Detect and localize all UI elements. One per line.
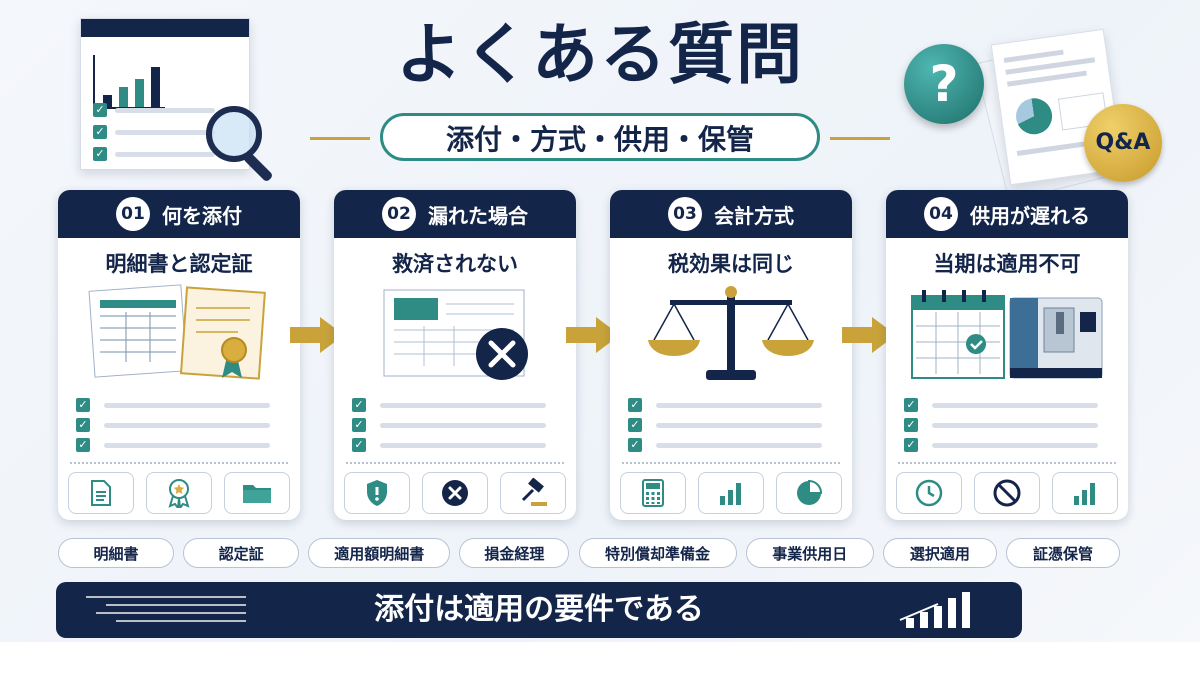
step-subtitle: 税効果は同じ bbox=[668, 252, 794, 276]
arrow-right-icon bbox=[290, 317, 344, 353]
subtitle-pill: 添付・方式・供用・保管 bbox=[380, 113, 820, 161]
tag: 明細書 bbox=[58, 538, 174, 568]
step-title: 漏れた場合 bbox=[428, 203, 528, 228]
gavel-icon bbox=[500, 472, 566, 514]
step-card-4: 04 供用が遅れる 当期は適用不可 ✓ ✓ ✓ bbox=[886, 190, 1128, 520]
step-title: 何を添付 bbox=[162, 203, 242, 228]
step-card-3: 03 会計方式 税効果は同じ ✓ ✓ ✓ bbox=[610, 190, 852, 520]
tag: 選択適用 bbox=[882, 538, 997, 568]
shield-alert-icon bbox=[344, 472, 410, 514]
bar-chart-icon bbox=[698, 472, 764, 514]
x-circle-icon bbox=[422, 472, 488, 514]
pie-chart-icon bbox=[776, 472, 842, 514]
tag: 証憑保管 bbox=[1005, 538, 1120, 568]
step-number: 04 bbox=[924, 197, 958, 231]
tag: 損金経理 bbox=[459, 538, 570, 568]
step-header: 01 何を添付 bbox=[58, 190, 300, 238]
checklist: ✓ ✓ ✓ bbox=[628, 396, 834, 456]
step-title: 会計方式 bbox=[714, 203, 794, 228]
folder-icon bbox=[224, 472, 290, 514]
step-header: 03 会計方式 bbox=[610, 190, 852, 238]
subtitle-right-line bbox=[830, 137, 890, 140]
tag: 認定証 bbox=[183, 538, 300, 568]
magnifier-icon bbox=[206, 106, 262, 162]
step-subtitle: 救済されない bbox=[392, 252, 518, 276]
rejected-document-illustration bbox=[383, 289, 528, 380]
step-number: 01 bbox=[116, 197, 150, 231]
growth-chart-icon bbox=[899, 592, 970, 628]
step-card-2: 02 漏れた場合 救済されない ✓ ✓ ✓ bbox=[334, 190, 576, 520]
tag: 事業供用日 bbox=[745, 538, 874, 568]
conclusion-text: 添付は適用の要件である bbox=[374, 592, 704, 627]
step-card-1: 01 何を添付 明細書と認定証 ✓ ✓ ✓ bbox=[58, 190, 300, 520]
document-icon bbox=[68, 472, 134, 514]
arrow-right-icon bbox=[566, 317, 620, 353]
prohibited-icon bbox=[974, 472, 1040, 514]
statement-and-certificate-illustration bbox=[88, 284, 266, 380]
report-document-illustration: ✓ ✓ ✓ bbox=[80, 18, 250, 170]
checklist: ✓ ✓ ✓ bbox=[904, 396, 1110, 456]
step-header: 02 漏れた場合 bbox=[334, 190, 576, 238]
arrow-right-icon bbox=[842, 317, 896, 353]
checklist: ✓ ✓ ✓ bbox=[352, 396, 558, 456]
step-subtitle: 明細書と認定証 bbox=[105, 252, 253, 276]
keyword-tags: 明細書 認定証 適用額明細書 損金経理 特別償却準備金 事業供用日 選択適用 証… bbox=[58, 538, 1120, 568]
step-number: 02 bbox=[382, 197, 416, 231]
subtitle-left-line bbox=[310, 137, 370, 140]
question-mark-icon: ? bbox=[904, 44, 984, 124]
qa-badge: Q&A bbox=[1084, 104, 1162, 182]
calculator-icon bbox=[620, 472, 686, 514]
step-title: 供用が遅れる bbox=[970, 203, 1090, 228]
tag: 特別償却準備金 bbox=[578, 538, 737, 568]
calendar-and-machine-illustration bbox=[911, 290, 1103, 379]
conclusion-banner: 添付は適用の要件である bbox=[56, 582, 1022, 638]
page-title: よくある質問 bbox=[396, 16, 804, 93]
step-subtitle: 当期は適用不可 bbox=[933, 252, 1081, 276]
step-header: 04 供用が遅れる bbox=[886, 190, 1128, 238]
checklist: ✓ ✓ ✓ bbox=[76, 396, 282, 456]
bar-chart-icon bbox=[1052, 472, 1118, 514]
step-number: 03 bbox=[668, 197, 702, 231]
clock-icon bbox=[896, 472, 962, 514]
balance-scale-icon bbox=[648, 286, 814, 380]
award-icon bbox=[146, 472, 212, 514]
tag: 適用額明細書 bbox=[308, 538, 451, 568]
